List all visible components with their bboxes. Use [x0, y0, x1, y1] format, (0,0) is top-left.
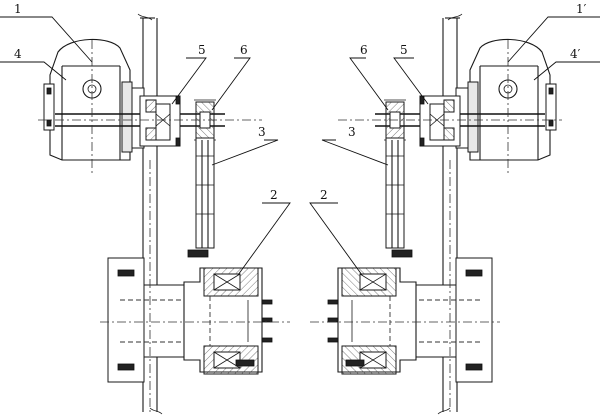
label-part-5: 5	[198, 43, 206, 57]
label-part-6-right: 6	[360, 43, 368, 57]
part-labels: 1 4 5 6 3 2 1′ 4′ 5 6 3 2	[14, 2, 587, 202]
label-part-3-right: 3	[348, 125, 356, 139]
label-part-3: 3	[258, 125, 266, 139]
label-part-2-right: 2	[320, 188, 328, 202]
label-part-2: 2	[270, 188, 278, 202]
label-part-4: 4	[14, 47, 22, 61]
label-part-5-right: 5	[400, 43, 408, 57]
center-lines	[38, 40, 562, 412]
leader-lines	[0, 16, 600, 276]
label-part-6: 6	[240, 43, 248, 57]
label-part-1-prime: 1′	[576, 2, 587, 16]
label-part-1: 1	[14, 2, 22, 16]
label-part-4-prime: 4′	[570, 47, 581, 61]
